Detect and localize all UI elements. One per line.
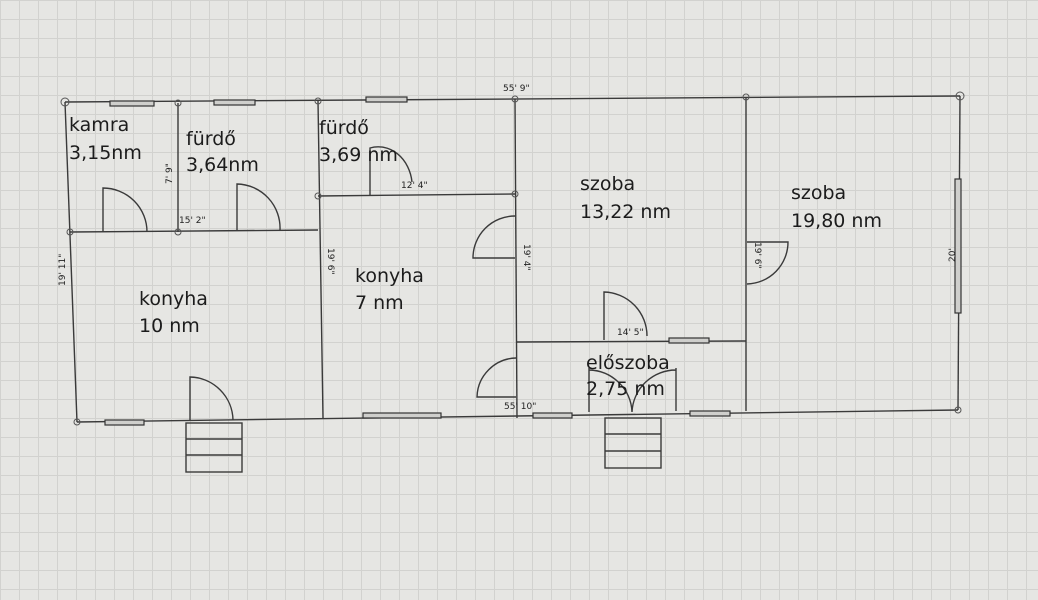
- door: [603, 291, 648, 340]
- door: [102, 187, 148, 233]
- window: [689, 410, 731, 417]
- room-area: 13,22 nm: [580, 201, 671, 223]
- wall-inner: [317, 193, 516, 197]
- wall-joints: [60, 91, 965, 426]
- wall-inner: [515, 340, 747, 343]
- room-name: előszoba: [586, 352, 670, 374]
- door: [369, 146, 413, 195]
- dimension-label: 15' 2": [179, 216, 206, 226]
- window: [362, 412, 442, 419]
- dimension-label: 19' 6": [325, 248, 335, 275]
- dimension-label: 19' 11": [58, 253, 68, 286]
- dimension-label: 19' 6": [752, 242, 762, 269]
- stairs: [604, 417, 662, 469]
- room-area: 7 nm: [355, 292, 404, 314]
- door: [476, 357, 517, 398]
- wall-inner: [514, 98, 518, 419]
- dimension-label: 12' 4": [401, 181, 428, 191]
- wall-left: [64, 101, 78, 423]
- window: [109, 100, 155, 107]
- door: [472, 215, 516, 259]
- room-name: szoba: [791, 182, 847, 204]
- room-area: 3,15nm: [69, 142, 142, 164]
- wall-inner: [317, 100, 324, 419]
- window: [104, 419, 145, 426]
- window: [365, 96, 408, 103]
- dimension-label: 14' 5": [617, 328, 644, 338]
- room-name: konyha: [355, 265, 424, 287]
- door: [236, 183, 281, 231]
- dimension-label: 20': [948, 248, 958, 262]
- door: [746, 241, 789, 285]
- room-name: szoba: [580, 173, 636, 195]
- room-area: 19,80 nm: [791, 210, 882, 232]
- room-name: fürdő: [186, 128, 236, 150]
- window: [532, 412, 573, 419]
- window: [213, 99, 256, 106]
- stairs: [185, 422, 243, 473]
- room-name: kamra: [69, 114, 130, 136]
- window: [668, 337, 710, 344]
- door: [588, 368, 677, 413]
- dimension-label: 55' 10": [504, 402, 537, 412]
- room-area: 3,69 nm: [319, 144, 398, 166]
- wall-inner: [69, 229, 319, 233]
- door: [189, 376, 234, 421]
- dimension-label: 55' 9": [503, 84, 530, 94]
- room-area: 2,75 nm: [586, 378, 665, 400]
- room-area: 10 nm: [139, 315, 200, 337]
- room-area: 3,64nm: [186, 154, 259, 176]
- window: [954, 178, 962, 314]
- room-name: konyha: [139, 288, 208, 310]
- dimension-label: 19' 4": [521, 244, 531, 271]
- dimension-label: 7' 9": [165, 163, 175, 184]
- room-name: fürdő: [319, 117, 369, 139]
